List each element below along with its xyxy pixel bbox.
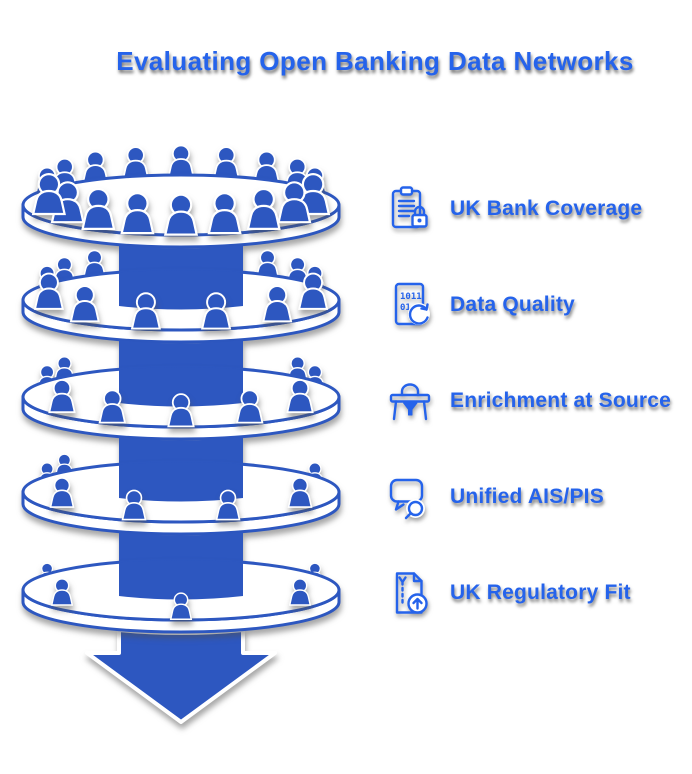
person-figure bbox=[212, 146, 240, 180]
person-figure bbox=[246, 187, 281, 231]
criteria-list: UK Bank Coverage 1011 01 Data Quality bbox=[384, 183, 671, 619]
person-figure bbox=[201, 292, 232, 330]
person-figure bbox=[163, 193, 199, 236]
person-figure bbox=[50, 578, 74, 606]
person-figure bbox=[167, 144, 195, 179]
criterion-label: Unified AIS/PIS bbox=[450, 485, 604, 508]
workbench-funnel-icon bbox=[384, 375, 436, 427]
person-figure bbox=[122, 146, 150, 180]
list-item-enrichment-at-source: Enrichment at Source bbox=[384, 375, 671, 427]
person-figure bbox=[169, 592, 193, 620]
person-figure bbox=[69, 285, 100, 323]
person-figure bbox=[33, 272, 64, 310]
funnel-column-base bbox=[119, 560, 243, 600]
chat-search-icon bbox=[384, 471, 436, 523]
binary-document-refresh-icon: 1011 01 bbox=[384, 279, 436, 331]
svg-text:1011: 1011 bbox=[400, 292, 422, 302]
person-figure bbox=[98, 389, 127, 424]
platter-front-people bbox=[48, 379, 314, 428]
platter-front-people bbox=[33, 272, 329, 330]
criterion-label: UK Bank Coverage bbox=[450, 197, 643, 220]
down-arrow bbox=[85, 628, 277, 724]
person-figure bbox=[296, 172, 331, 216]
person-figure bbox=[215, 489, 241, 521]
list-item-unified-ais-pis: Unified AIS/PIS bbox=[384, 471, 671, 523]
person-figure bbox=[286, 379, 314, 414]
person-figure bbox=[130, 292, 161, 330]
clipboard-lock-icon bbox=[384, 183, 436, 235]
criterion-label: UK Regulatory Fit bbox=[450, 581, 631, 604]
platter-front-people bbox=[49, 477, 313, 521]
person-figure bbox=[121, 489, 147, 521]
list-item-uk-regulatory-fit: UK Regulatory Fit bbox=[384, 567, 671, 619]
page-title: Evaluating Open Banking Data Networks bbox=[116, 46, 634, 76]
platter-front-people bbox=[50, 578, 312, 620]
list-item-uk-bank-coverage: UK Bank Coverage bbox=[384, 183, 671, 235]
person-figure bbox=[277, 181, 312, 224]
svg-text:01: 01 bbox=[400, 303, 411, 313]
criterion-label: Data Quality bbox=[450, 293, 575, 316]
person-figure bbox=[287, 477, 313, 508]
person-figure bbox=[48, 379, 76, 414]
person-figure bbox=[31, 172, 66, 216]
person-figure bbox=[81, 187, 116, 231]
person-figure bbox=[288, 578, 312, 606]
person-figure bbox=[298, 272, 329, 310]
person-figure bbox=[120, 192, 155, 235]
person-figure bbox=[262, 285, 293, 323]
person-figure bbox=[207, 192, 242, 235]
platter-front-people bbox=[31, 172, 331, 236]
person-figure bbox=[235, 389, 264, 424]
funnel-column-base bbox=[119, 367, 243, 407]
document-upload-icon bbox=[384, 567, 436, 619]
person-figure bbox=[167, 393, 195, 428]
person-figure bbox=[49, 477, 75, 508]
criterion-label: Enrichment at Source bbox=[450, 389, 672, 412]
list-item-data-quality: 1011 01 Data Quality bbox=[384, 279, 671, 331]
funnel-column-base bbox=[119, 462, 243, 502]
